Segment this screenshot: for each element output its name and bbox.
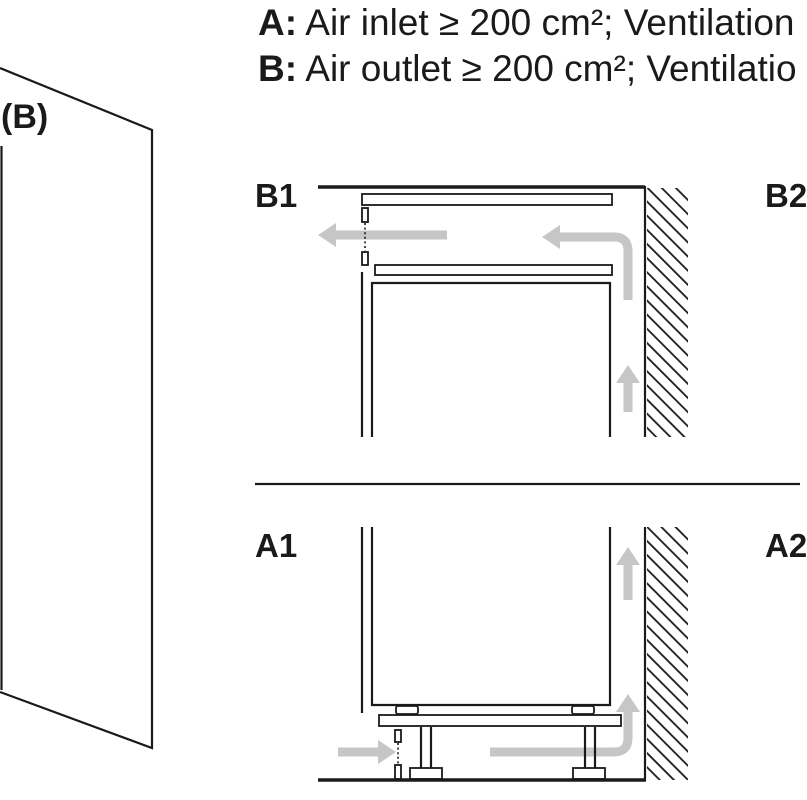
- a1-vent-grille-top: [394, 729, 402, 743]
- door-panel-outline: [0, 66, 154, 750]
- a1-appliance-body: [370, 527, 612, 707]
- a1-leg-left: [409, 727, 443, 780]
- a1-appliance-foot-left: [395, 705, 419, 715]
- a1-appliance-foot-right: [571, 705, 595, 715]
- a1-wall-hatching: [647, 527, 688, 780]
- a1-airflow-arrow-bend: [490, 694, 640, 757]
- b1-diagram: [318, 185, 688, 437]
- legend-air-inlet: A: Air inlet ≥ 200 cm²; Ventilation: [258, 2, 795, 43]
- b1-upper-shelf: [361, 193, 613, 206]
- legend-air-outlet: B: Air outlet ≥ 200 cm²; Ventilatio: [258, 48, 797, 89]
- b1-outlet-arrow-left: [318, 223, 447, 247]
- b1-airflow-arrow-bend: [542, 225, 633, 300]
- section-label-a1: A1: [255, 527, 298, 564]
- a1-diagram: [318, 527, 688, 782]
- b1-appliance-body: [370, 281, 612, 437]
- b1-airflow-arrow-up: [616, 365, 640, 412]
- a1-vent-grille-bottom: [394, 764, 402, 780]
- section-label-b2: B2: [765, 177, 807, 214]
- door-panel: [0, 66, 154, 750]
- section-label-a2: A2: [765, 527, 807, 564]
- a1-inlet-arrow-right: [338, 740, 396, 764]
- b1-vent-grille-top: [361, 207, 369, 223]
- b1-appliance-top-panel: [374, 264, 613, 276]
- section-label-b1: B1: [255, 177, 298, 214]
- b1-vent-grille-bottom: [361, 251, 369, 266]
- a1-leg-right: [572, 727, 606, 780]
- a1-airflow-arrow-up: [616, 547, 640, 600]
- b1-wall-hatching: [647, 188, 688, 437]
- a1-plinth-panel: [378, 714, 622, 727]
- door-panel-label: (B): [1, 98, 49, 136]
